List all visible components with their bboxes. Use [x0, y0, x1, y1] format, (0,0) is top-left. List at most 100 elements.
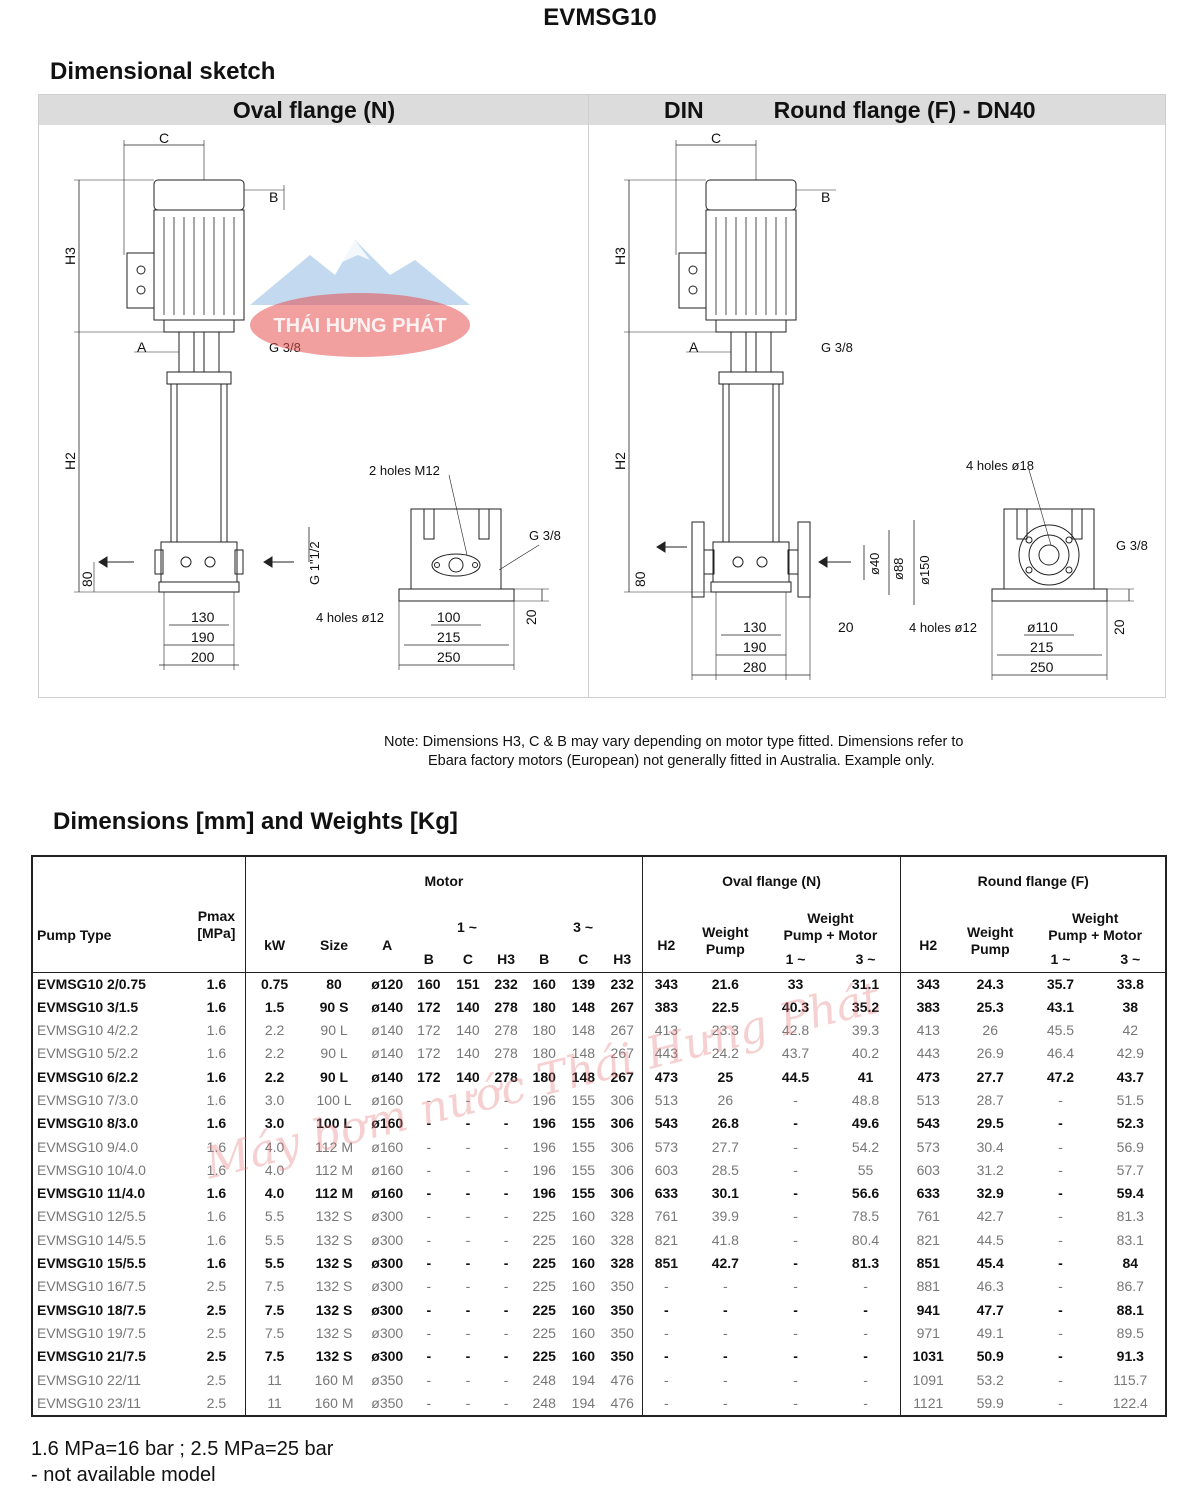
pump-type-cell: EVMSG10 8/3.0: [37, 1115, 139, 1132]
table-cell: -: [503, 1371, 509, 1388]
dim-b-label: B: [269, 189, 278, 205]
holes-18-label: 4 holes ø18: [966, 458, 1034, 473]
table-cell: 155: [571, 1161, 596, 1178]
dim-h2-label: H2: [62, 452, 78, 470]
table-cell: -: [465, 1115, 471, 1132]
table-cell: 160: [571, 1255, 596, 1272]
table-cell: 22.5: [711, 998, 739, 1015]
oval-flange-header: Oval flange (N): [39, 95, 589, 125]
table-cell: 88.1: [1116, 1301, 1144, 1318]
table-cell: 59.4: [1116, 1185, 1144, 1202]
table-cell: 5.5: [245, 1205, 303, 1229]
table-cell: 84: [1122, 1255, 1139, 1272]
table-cell: 42.7: [976, 1208, 1004, 1225]
dim-200-label: 200: [191, 649, 215, 665]
table-cell: ø350: [371, 1371, 404, 1388]
table-cell: 2.5: [206, 1348, 227, 1365]
table-cell: 328: [610, 1255, 634, 1272]
table-cell: -: [503, 1091, 509, 1108]
sketch-note: Note: Dimensions H3, C & B may vary depe…: [384, 733, 963, 771]
table-cell: -: [793, 1115, 798, 1132]
table-cell: 761: [900, 1205, 956, 1229]
table-cell: 278: [494, 1045, 518, 1062]
table-cell: 413: [900, 1019, 956, 1043]
table-cell: 140: [456, 1022, 480, 1039]
table-cell: -: [465, 1324, 471, 1341]
round-dim-c-label: C: [711, 130, 721, 146]
table-cell: 172: [417, 1022, 441, 1039]
table-cell: 30.1: [711, 1185, 739, 1202]
table-cell: 27.7: [976, 1068, 1004, 1085]
table-cell: 39.3: [851, 1022, 880, 1039]
table-cell: 2.5: [206, 1394, 227, 1411]
table-cell: 225: [532, 1301, 556, 1318]
table-cell: 413: [641, 1019, 691, 1043]
table-cell: 225: [532, 1255, 556, 1272]
table-cell: -: [1058, 1348, 1063, 1365]
table-cell: 132 S: [315, 1324, 353, 1341]
col-h3-3: H3: [613, 951, 632, 968]
table-cell: 573: [900, 1135, 956, 1159]
table-cell: 26.9: [976, 1045, 1004, 1062]
table-cell: 248: [532, 1394, 556, 1411]
table-cell: 383: [900, 995, 956, 1020]
table-cell: 851: [900, 1252, 956, 1276]
table-cell: -: [426, 1348, 432, 1365]
pump-type-cell: EVMSG10 4/2.2: [37, 1022, 139, 1039]
table-cell: 473: [900, 1065, 956, 1089]
table-cell: -: [426, 1231, 432, 1248]
table-cell: 55: [857, 1161, 874, 1178]
note-line-2: Ebara factory motors (European) not gene…: [428, 753, 935, 769]
round-pump-motor-label: Pump + Motor: [1048, 927, 1143, 943]
table-cell: -: [722, 1278, 728, 1295]
table-cell: 160: [571, 1278, 596, 1295]
col-round-h2: H2: [900, 906, 956, 972]
sketch-heading: Dimensional sketch: [50, 58, 276, 85]
table-cell: 140: [456, 1045, 480, 1062]
table-cell: -: [426, 1255, 432, 1272]
table-cell: 278: [494, 998, 518, 1015]
table-cell: -: [426, 1091, 432, 1108]
table-cell: 4.0: [245, 1182, 303, 1206]
dim-215-label: 215: [437, 629, 461, 645]
pump-type-cell: EVMSG10 9/4.0: [37, 1138, 139, 1155]
dim-c-label: C: [159, 130, 169, 146]
col-single-phase: 1 ~: [457, 918, 477, 935]
table-cell: -: [1058, 1371, 1063, 1388]
table-cell: -: [793, 1394, 798, 1411]
footnotes: 1.6 MPa=16 bar ; 2.5 MPa=25 bar - not av…: [31, 1436, 333, 1488]
table-cell: 194: [571, 1394, 596, 1411]
table-cell: 112 M: [314, 1185, 354, 1202]
table-cell: 1.6: [206, 1255, 227, 1272]
table-cell: 1.6: [206, 1185, 227, 1202]
table-cell: -: [863, 1278, 868, 1295]
table-cell: -: [426, 1301, 432, 1318]
table-cell: 1.6: [206, 1115, 227, 1132]
footnote-not-available: - not available model: [31, 1464, 216, 1486]
table-cell: 41.8: [711, 1231, 739, 1248]
table-cell: 971: [900, 1321, 956, 1346]
col-round-flange: Round flange (F): [900, 856, 1166, 906]
table-cell: -: [722, 1394, 728, 1411]
col-c3: C: [578, 951, 589, 968]
table-cell: ø350: [371, 1394, 404, 1411]
table-cell: 132 S: [315, 1231, 353, 1248]
pump-type-cell: EVMSG10 3/1.5: [37, 998, 139, 1015]
table-cell: -: [426, 1185, 432, 1202]
table-cell: 443: [641, 1042, 691, 1066]
table-cell: 2.5: [206, 1301, 227, 1318]
table-cell: 1.6: [206, 1045, 227, 1062]
table-cell: 49.6: [851, 1115, 880, 1132]
table-cell: 51.5: [1116, 1091, 1144, 1108]
table-cell: -: [1058, 1324, 1063, 1341]
table-cell: 160 M: [314, 1371, 354, 1388]
table-cell: -: [426, 1161, 432, 1178]
dim-a-label: A: [137, 339, 147, 355]
table-cell: 59.9: [976, 1394, 1004, 1411]
